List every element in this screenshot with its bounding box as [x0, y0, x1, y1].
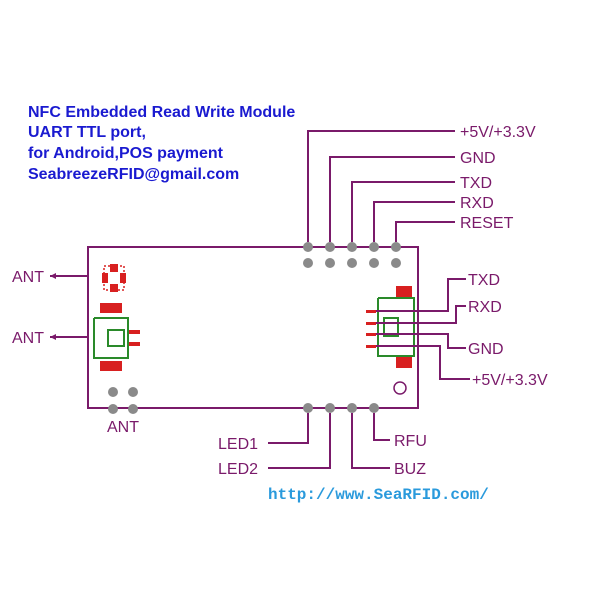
ant-label-top: ANT	[12, 269, 44, 286]
right-pin-label-rxd: RXD	[468, 299, 502, 316]
right-pin-label-gnd: GND	[468, 341, 504, 358]
top-pin-label-reset: RESET	[460, 215, 514, 232]
bottom-pin-label-buz: BUZ	[394, 461, 426, 478]
bottom-pin-label-rfu: RFU	[394, 433, 427, 450]
antenna-connector	[93, 303, 140, 371]
top-pin-label-gnd: GND	[460, 150, 496, 167]
right-connector	[366, 286, 415, 395]
ant-arrow-top	[50, 273, 56, 279]
bottom-header-pads	[303, 403, 379, 413]
title-line-4: SeabreezeRFID@gmail.com	[28, 166, 239, 183]
module-board	[87, 246, 419, 409]
title-line-3: for Android,POS payment	[28, 145, 224, 162]
title-line-2: UART TTL port,	[28, 124, 146, 141]
top-pin-label-power: +5V/+3.3V	[460, 124, 536, 141]
top-pin-wires	[307, 130, 455, 242]
ant-label-bottom: ANT	[107, 419, 139, 436]
bottom-pin-label-led2: LED2	[218, 461, 258, 478]
top-header-pads	[303, 242, 401, 268]
right-pin-wires	[376, 278, 470, 380]
bottom-pin-wires	[268, 413, 390, 469]
antenna-pad-top	[102, 264, 126, 292]
top-pin-label-txd: TXD	[460, 175, 492, 192]
ant-bottom-pads	[108, 387, 138, 414]
ant-label-middle: ANT	[12, 330, 44, 347]
website-url: http://www.SeaRFID.com/	[268, 486, 489, 504]
top-pin-label-rxd: RXD	[460, 195, 494, 212]
right-pin-label-power: +5V/+3.3V	[472, 372, 548, 389]
title-line-1: NFC Embedded Read Write Module	[28, 104, 295, 121]
bottom-pin-label-led1: LED1	[218, 436, 258, 453]
right-pin-label-txd: TXD	[468, 272, 500, 289]
ant-arrow-middle	[50, 334, 56, 340]
